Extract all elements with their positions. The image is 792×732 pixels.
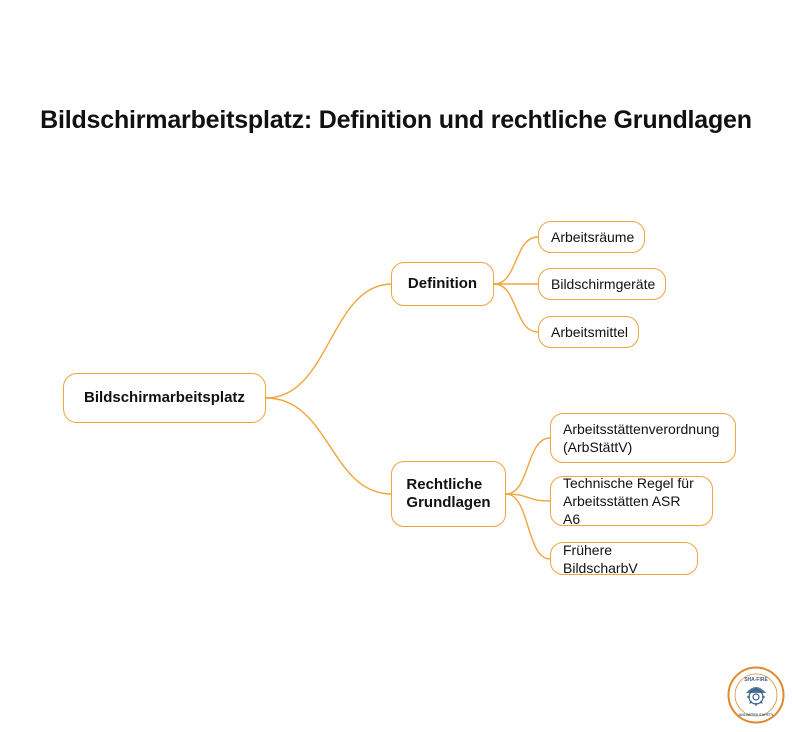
company-logo: SHA-FIRE UNLIMITED SAFETY: [727, 666, 785, 724]
helmet-icon: [746, 687, 766, 693]
connector-rechtliche-asr: [505, 493, 551, 502]
branch-node-definition: Definition: [391, 262, 494, 306]
leaf-node-asr-a6: Technische Regel für Arbeitsstätten ASR …: [550, 475, 713, 527]
connector-rechtliche-arbstaettv: [505, 437, 551, 495]
root-node: Bildschirmarbeitsplatz: [63, 373, 266, 423]
leaf-node-arbeitsraeume: Arbeitsräume: [538, 221, 645, 253]
svg-text:SHA-FIRE: SHA-FIRE: [744, 677, 768, 683]
connector-rechtliche-bildscharbv: [505, 493, 551, 560]
branch-node-rechtliche-grundlagen: Rechtliche Grundlagen: [391, 461, 506, 527]
connector-root-definition: [265, 283, 393, 399]
svg-text:UNLIMITED SAFETY: UNLIMITED SAFETY: [739, 713, 774, 717]
leaf-node-arbstaettv: Arbeitsstättenverordnung (ArbStättV): [550, 413, 736, 463]
connector-definition-arbeitsraeume: [493, 236, 539, 285]
leaf-node-bildschirmgeraete: Bildschirmgeräte: [538, 268, 666, 300]
connector-definition-arbeitsmittel: [493, 283, 539, 333]
leaf-node-arbeitsmittel: Arbeitsmittel: [538, 316, 639, 348]
page-title: Bildschirmarbeitsplatz: Definition und r…: [40, 106, 752, 134]
connector-root-rechtliche: [265, 397, 393, 495]
leaf-node-bildscharbv: Frühere BildscharbV: [550, 542, 698, 576]
